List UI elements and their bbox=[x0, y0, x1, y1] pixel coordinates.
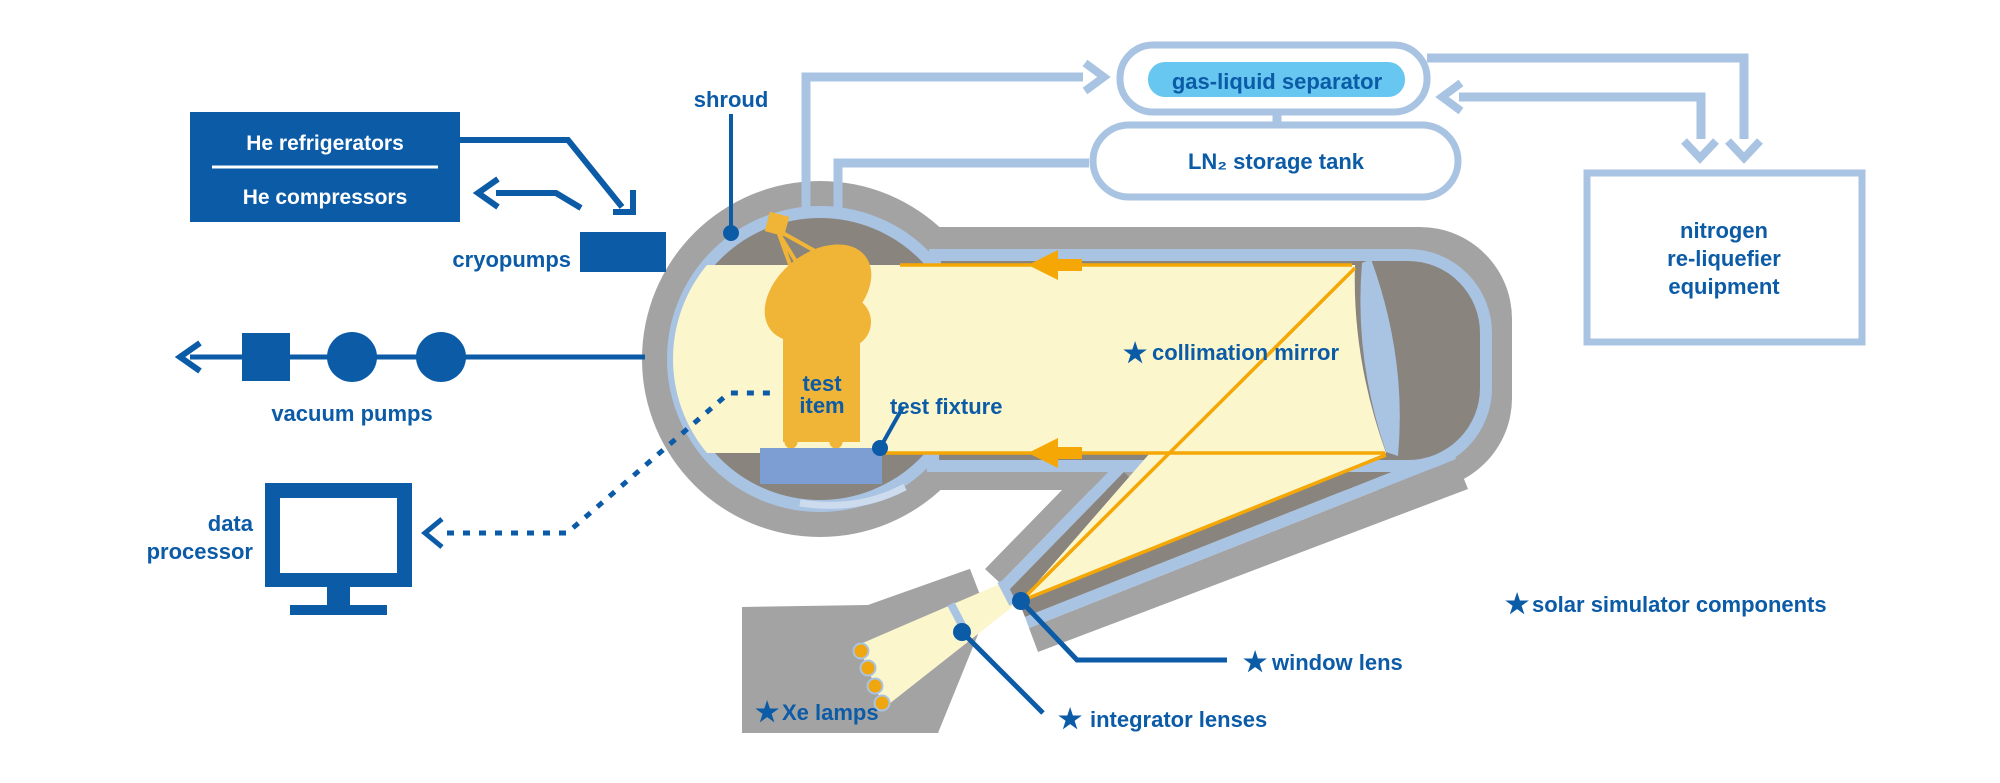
vacuum-pumps-label: vacuum pumps bbox=[271, 401, 432, 426]
solar-simulator-components-text: solar simulator components bbox=[1532, 592, 1827, 617]
lamp-beam-cone bbox=[858, 583, 1016, 708]
collimation-mirror-shape bbox=[1360, 259, 1400, 456]
into-separator-arrow bbox=[1082, 59, 1111, 95]
test-fixture-callout-dot bbox=[872, 440, 888, 456]
data-processor-monitor bbox=[265, 483, 412, 615]
beam-duct-upper-wall bbox=[985, 450, 1116, 583]
monitor-stand bbox=[327, 587, 350, 605]
window-lens-element bbox=[997, 579, 1017, 606]
vacuum-pump bbox=[416, 332, 466, 382]
gas-liquid-separator-label: gas-liquid separator bbox=[1172, 69, 1383, 94]
test-fixture-callout: test fixture bbox=[872, 394, 1002, 456]
star-icon: ★ bbox=[1123, 338, 1147, 368]
into-reliquefier-arrow-right bbox=[1725, 138, 1763, 164]
xe-lamps-label: ★ Xe lamps bbox=[755, 697, 879, 727]
he-refrigerators-box: He refrigerators He compressors bbox=[190, 112, 460, 222]
star-icon: ★ bbox=[1243, 647, 1267, 677]
he-return-arrow bbox=[472, 176, 583, 211]
beam-diagonal-lower bbox=[1020, 453, 1387, 603]
cryopump-shape bbox=[580, 232, 666, 272]
collimation-mirror-text: collimation mirror bbox=[1152, 340, 1339, 365]
into-reliquefier-arrow-left bbox=[1681, 138, 1719, 164]
test-item-label-line2: item bbox=[799, 393, 844, 418]
xe-lamps-text: Xe lamps bbox=[782, 700, 879, 725]
duct-lower-liner bbox=[1025, 448, 1456, 628]
star-icon: ★ bbox=[1058, 704, 1082, 734]
integrator-lenses-callout: ★ integrator lenses bbox=[953, 623, 1267, 734]
window-lens-dot bbox=[1012, 592, 1030, 610]
window-lens-text: window lens bbox=[1271, 650, 1403, 675]
dome-liner-highlight bbox=[799, 483, 907, 509]
vacuum-pump-valve bbox=[242, 333, 290, 381]
vacuum-pump bbox=[327, 332, 377, 382]
test-item-antenna-feed bbox=[764, 211, 790, 237]
test-item-body bbox=[783, 310, 860, 442]
monitor-base bbox=[290, 605, 387, 615]
cryopumps-label: cryopumps bbox=[452, 247, 571, 272]
shroud-label: shroud bbox=[694, 87, 769, 112]
gas-liquid-separator-pill: gas-liquid separator bbox=[1116, 41, 1431, 116]
vacuum-pump-line: vacuum pumps bbox=[174, 332, 645, 426]
integrator-lenses-text: integrator lenses bbox=[1090, 707, 1267, 732]
solar-simulator-components-note: ★ solar simulator components bbox=[1505, 589, 1827, 619]
reliquefier-return-pipe bbox=[1459, 92, 1706, 139]
test-fixture-shape bbox=[760, 448, 882, 484]
vacuum-exhaust-arrow bbox=[174, 340, 202, 374]
star-icon: ★ bbox=[1505, 589, 1529, 619]
reliquefier-label-line1: nitrogen bbox=[1680, 218, 1768, 243]
beam-duct-liner-layers bbox=[1000, 433, 1456, 628]
he-refrigerators-label: He refrigerators bbox=[246, 132, 404, 155]
shroud-callout-dot bbox=[723, 225, 739, 241]
data-processor-label-line2: processor bbox=[147, 539, 254, 564]
test-item-label-line1: test bbox=[802, 371, 842, 396]
shroud-callout: shroud bbox=[694, 87, 769, 241]
duct-lower-interior bbox=[1019, 433, 1452, 617]
he-supply-arrow bbox=[460, 137, 636, 215]
reliquefier-label-line2: re-liquefier bbox=[1667, 246, 1781, 271]
separator-inner-pill bbox=[1148, 62, 1405, 97]
window-lens-callout: ★ window lens bbox=[1012, 592, 1403, 677]
xe-lamp-bulbs bbox=[852, 642, 891, 712]
gas-out-pipe bbox=[801, 72, 1083, 215]
he-compressors-label: He compressors bbox=[243, 186, 408, 209]
monitor-screen bbox=[280, 498, 397, 573]
test-item bbox=[764, 211, 872, 449]
duct-upper-interior bbox=[1008, 472, 1135, 602]
ln2-in-pipe bbox=[833, 158, 1089, 215]
beam-duct-lower-wall bbox=[1029, 459, 1468, 652]
nitrogen-reliquefier-box: nitrogen re-liquefier equipment bbox=[1583, 169, 1866, 346]
data-processor-label-line1: data bbox=[208, 511, 254, 536]
xe-lamp-bulb bbox=[866, 677, 884, 695]
duct-upper-liner bbox=[1000, 464, 1124, 591]
test-fixture-label: test fixture bbox=[890, 394, 1002, 419]
xe-lamp-bulb bbox=[859, 659, 877, 677]
ln2-storage-tank-pill: LN₂ storage tank bbox=[1089, 121, 1462, 201]
beam-direction-arrow-top bbox=[1028, 250, 1082, 280]
reliquefier-label-line3: equipment bbox=[1668, 274, 1780, 299]
separator-to-reliquefier-pipe bbox=[1427, 53, 1749, 139]
pipe-arrowheads bbox=[1082, 59, 1763, 164]
beam-edges bbox=[886, 263, 1387, 603]
return-to-separator-arrow bbox=[1435, 79, 1464, 115]
beam-diagonal-upper bbox=[1019, 266, 1357, 603]
collimation-mirror-label: ★ collimation mirror bbox=[1123, 338, 1339, 368]
integrator-lenses-dot bbox=[953, 623, 971, 641]
star-icon: ★ bbox=[755, 697, 779, 727]
beam-direction-arrow-bottom bbox=[1028, 438, 1082, 468]
ln2-storage-tank-label: LN₂ storage tank bbox=[1188, 149, 1365, 174]
xe-lamp-bulb bbox=[873, 694, 891, 712]
xe-lamp-bulb bbox=[852, 642, 870, 660]
data-signal-dotted-arrow bbox=[421, 390, 778, 549]
